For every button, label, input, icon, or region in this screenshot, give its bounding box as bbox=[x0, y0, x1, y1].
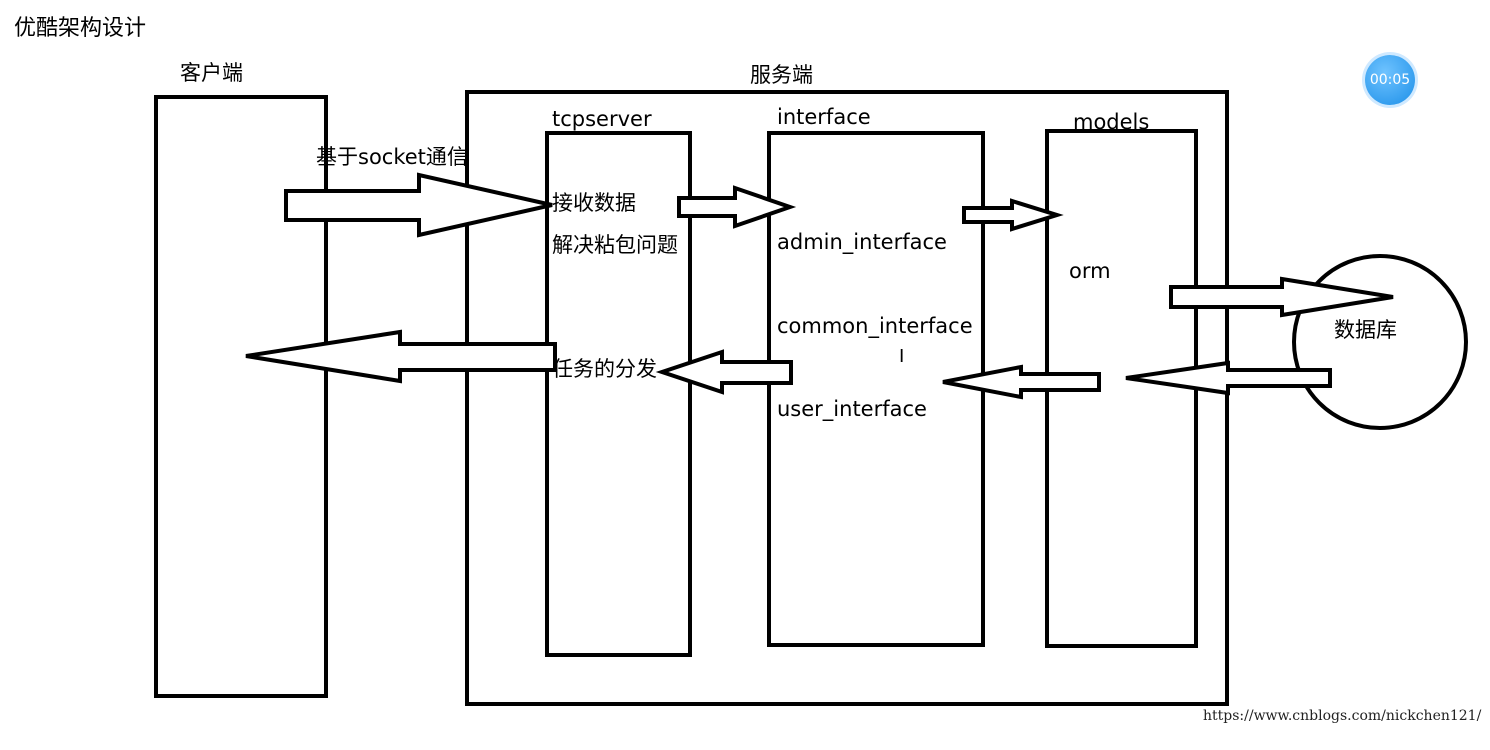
recording-timer-badge[interactable]: 00:05 bbox=[1365, 55, 1415, 105]
database-circle bbox=[1292, 254, 1468, 430]
tcpserver-sticky-packet-text: 解决粘包问题 bbox=[552, 233, 678, 257]
client-box bbox=[154, 95, 328, 698]
watermark-url: https://www.cnblogs.com/nickchen121/ bbox=[1203, 708, 1482, 724]
client-label: 客户端 bbox=[180, 61, 243, 85]
arrow-interface-to-tcpserver bbox=[655, 349, 793, 395]
tcpserver-dispatch-text: 任务的分发 bbox=[552, 357, 657, 381]
orm-text: orm bbox=[1069, 259, 1111, 283]
admin-interface-text: admin_interface bbox=[777, 230, 947, 255]
arrow-tcpserver-to-client bbox=[245, 329, 557, 384]
interface-box bbox=[767, 131, 985, 647]
arrow-models-to-interface bbox=[942, 364, 1101, 400]
interface-label: interface bbox=[777, 105, 871, 129]
tcpserver-box bbox=[545, 131, 692, 657]
arrow-models-to-database bbox=[1169, 276, 1394, 318]
server-label: 服务端 bbox=[750, 63, 813, 87]
user-interface-text: user_interface bbox=[777, 397, 927, 422]
tcpserver-receive-text: 接收数据 bbox=[552, 191, 636, 215]
database-label: 数据库 bbox=[1334, 318, 1397, 342]
text-cursor-icon: I bbox=[899, 346, 904, 367]
server-box bbox=[465, 90, 1229, 706]
arrow-database-to-models bbox=[1125, 360, 1332, 396]
tcpserver-label: tcpserver bbox=[552, 107, 652, 131]
arrow-tcpserver-to-interface bbox=[677, 185, 797, 229]
arrow-interface-to-models bbox=[962, 198, 1064, 232]
arrow-client-to-tcpserver bbox=[284, 172, 553, 238]
page-title: 优酷架构设计 bbox=[14, 16, 146, 41]
socket-communication-label: 基于socket通信 bbox=[316, 145, 468, 169]
common-interface-text: common_interface bbox=[777, 314, 973, 339]
